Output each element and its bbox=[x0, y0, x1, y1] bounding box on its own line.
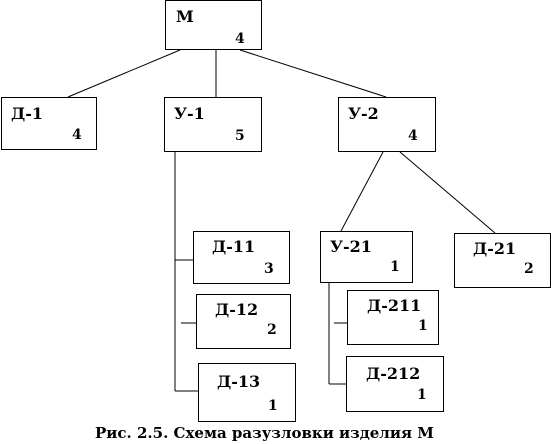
node-quantity: 2 bbox=[524, 261, 534, 277]
node-code: У-21 bbox=[330, 237, 372, 256]
edge-M-U2 bbox=[239, 49, 387, 98]
node-code: У-2 bbox=[348, 104, 379, 123]
node-code: У-1 bbox=[174, 104, 205, 123]
node-d-12: Д-12 2 bbox=[196, 294, 291, 349]
node-quantity: 2 bbox=[267, 322, 277, 338]
node-quantity: 4 bbox=[235, 31, 245, 47]
node-code: Д-212 bbox=[366, 364, 421, 383]
node-code: Д-211 bbox=[367, 296, 422, 315]
node-code: Д-13 bbox=[217, 372, 261, 391]
node-quantity: 4 bbox=[72, 127, 82, 143]
node-d-21: Д-21 2 bbox=[454, 233, 551, 288]
node-quantity: 5 bbox=[235, 128, 245, 144]
node-quantity: 3 bbox=[264, 261, 274, 277]
node-u-21: У-21 1 bbox=[320, 231, 413, 283]
node-code: Д-21 bbox=[473, 239, 517, 258]
edge-M-D1 bbox=[67, 49, 181, 98]
node-d-211: Д-211 1 bbox=[347, 290, 439, 345]
figure-caption: Рис. 2.5. Схема разузловки изделия М bbox=[95, 424, 434, 442]
node-quantity: 1 bbox=[417, 387, 427, 403]
node-d-11: Д-11 3 bbox=[193, 231, 290, 284]
node-code: Д-12 bbox=[215, 300, 259, 319]
node-d-1: Д-1 4 bbox=[1, 97, 97, 150]
node-u-1: У-1 5 bbox=[164, 97, 262, 152]
node-m: М 4 bbox=[165, 0, 262, 50]
node-quantity: 1 bbox=[418, 318, 428, 334]
node-d-212: Д-212 1 bbox=[346, 356, 444, 412]
node-d-13: Д-13 1 bbox=[198, 363, 296, 422]
edge-U2-U21 bbox=[340, 151, 384, 232]
node-quantity: 4 bbox=[408, 128, 418, 144]
node-u-2: У-2 4 bbox=[338, 97, 436, 152]
node-code: М bbox=[176, 7, 194, 26]
node-code: Д-1 bbox=[11, 104, 43, 123]
edge-U2-D21 bbox=[399, 151, 496, 234]
node-quantity: 1 bbox=[268, 398, 278, 414]
node-code: Д-11 bbox=[212, 237, 256, 256]
node-quantity: 1 bbox=[390, 259, 400, 275]
